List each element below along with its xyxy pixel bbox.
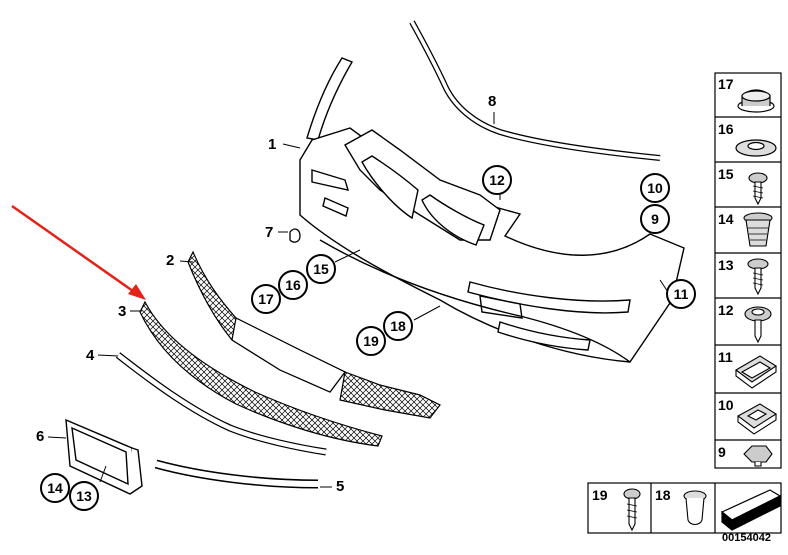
panel-label-12: 12 <box>718 302 734 318</box>
panel-label-14: 14 <box>718 211 734 227</box>
screw-9-icon <box>743 445 773 467</box>
callout-6: 6 <box>36 428 45 445</box>
spacer-bracket-icon <box>720 489 782 531</box>
trim-strip-part-4 <box>115 352 327 456</box>
clip-nut-11-icon <box>735 355 778 389</box>
callout-13: 13 <box>69 481 99 511</box>
callout-9: 9 <box>640 204 670 234</box>
clip-nut-10-icon <box>736 403 778 435</box>
plug-17-icon <box>737 89 775 113</box>
callout-16: 16 <box>278 270 308 300</box>
panel-label-15: 15 <box>718 166 734 182</box>
screw-19-icon <box>623 488 641 532</box>
grommet-16-icon <box>735 139 777 157</box>
callout-18: 18 <box>383 311 413 341</box>
panel-label-11: 11 <box>718 349 733 365</box>
bottom-panel-frame <box>587 482 782 534</box>
callout-2: 2 <box>166 252 175 269</box>
callout-3: 3 <box>118 303 127 320</box>
red-pointer-arrow <box>11 204 146 300</box>
upper-grille-part <box>187 250 441 419</box>
diagram-id: 00154042 <box>722 532 771 544</box>
callout-1: 1 <box>268 136 277 153</box>
lower-grille-part <box>139 300 383 447</box>
side-panel-frame <box>714 72 782 469</box>
trim-strip-part-5 <box>154 459 319 489</box>
panel-label-18: 18 <box>655 487 671 503</box>
callout-17: 17 <box>251 284 281 314</box>
leader-lines <box>47 112 669 488</box>
seal-strip-part <box>409 20 661 161</box>
panel-label-19: 19 <box>592 487 608 503</box>
panel-label-10: 10 <box>718 397 734 413</box>
callout-5: 5 <box>336 478 345 495</box>
callout-7: 7 <box>265 224 274 241</box>
callout-8: 8 <box>488 93 497 110</box>
callout-12: 12 <box>482 165 512 195</box>
panel-label-9: 9 <box>718 444 726 460</box>
panel-label-16: 16 <box>718 121 734 137</box>
screw-12-icon <box>744 306 772 344</box>
plug-18-icon <box>683 490 707 526</box>
callout-14: 14 <box>40 473 70 503</box>
clip-part-7 <box>289 228 301 243</box>
panel-label-17: 17 <box>718 76 734 92</box>
bumper-trim-part <box>299 57 685 363</box>
callout-15: 15 <box>306 254 336 284</box>
callout-11: 11 <box>666 279 696 309</box>
screw-15-icon <box>748 172 768 206</box>
panel-label-13: 13 <box>718 257 734 273</box>
screw-13-icon <box>747 258 769 296</box>
callout-19: 19 <box>356 326 386 356</box>
license-plate-base-part <box>65 418 143 495</box>
expansion-nut-14-icon <box>743 212 773 247</box>
callout-10: 10 <box>640 173 670 203</box>
callout-4: 4 <box>86 347 95 364</box>
